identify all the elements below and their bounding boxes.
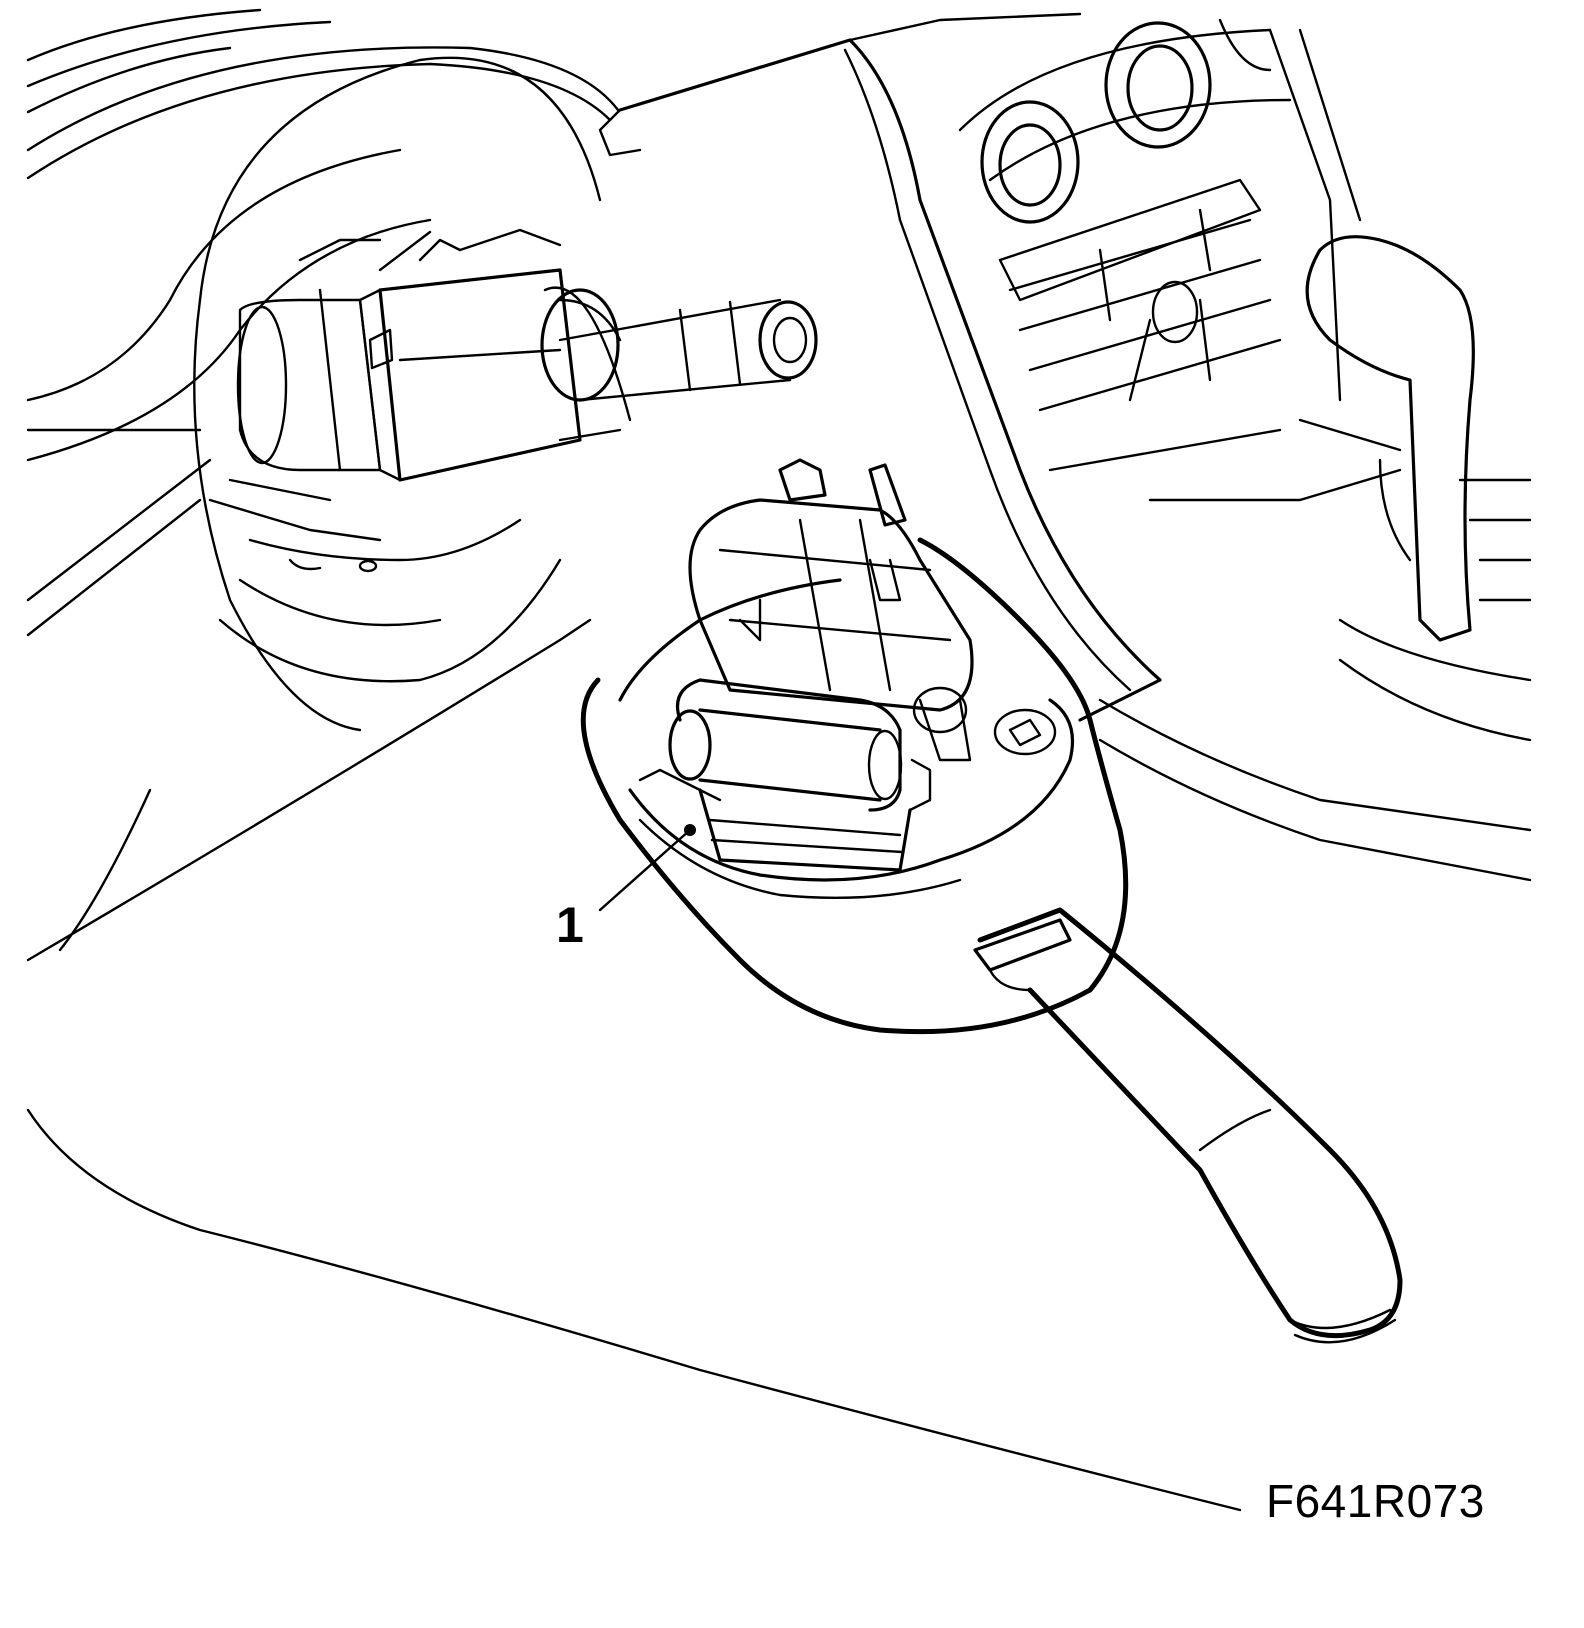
switch-housing — [580, 537, 1129, 1035]
gear-selector — [1098, 235, 1532, 882]
column-opening — [193, 56, 602, 732]
instrument-panel — [848, 12, 1402, 502]
figure-code: F641R073 — [1266, 1475, 1485, 1527]
callout-leader — [598, 824, 696, 912]
steering-shaft — [540, 286, 818, 422]
harness-connector — [668, 678, 932, 872]
upper-connector — [688, 458, 974, 762]
dashboard-lower-lines — [26, 618, 1242, 1512]
column-shroud — [598, 38, 1162, 722]
clock-spring-unit — [236, 228, 622, 482]
callout-number: 1 — [556, 897, 584, 953]
stalk-lever — [973, 907, 1403, 1344]
steering-wheel-arcs — [26, 8, 620, 637]
